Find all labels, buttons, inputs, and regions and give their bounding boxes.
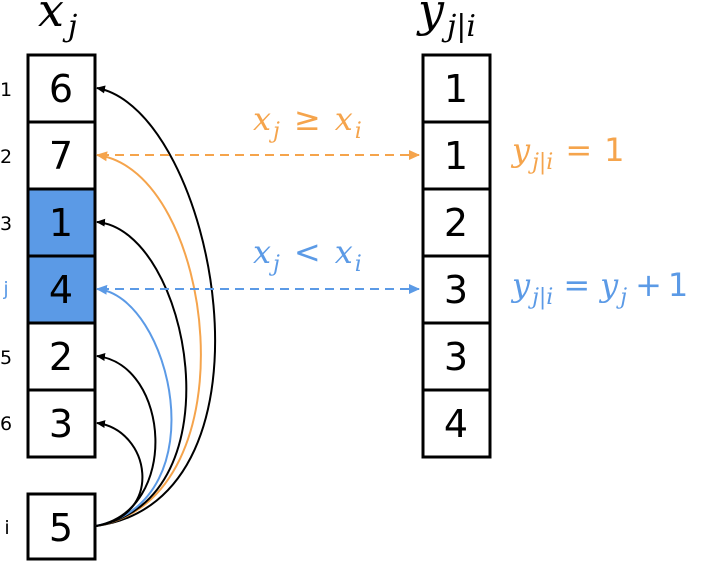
- row-label-3: 3: [0, 213, 12, 235]
- right-cell-3: [421, 187, 492, 258]
- cond-lt-rhs: x: [335, 233, 353, 271]
- right-value-3: 2: [444, 201, 468, 245]
- res1-op: =: [565, 131, 592, 169]
- right-cell-5: [421, 321, 492, 392]
- left-column: 6 7 1 4 2 3 1 2 3 j 5 6: [0, 53, 97, 459]
- row-label-i: i: [4, 517, 9, 539]
- left-value-j: 4: [49, 268, 73, 312]
- left-value-2: 7: [49, 134, 73, 178]
- res2-op: =: [563, 266, 590, 304]
- cond-ge-rhs: x: [335, 100, 353, 138]
- curved-arrows: [95, 85, 217, 527]
- right-value-5: 3: [444, 335, 468, 379]
- right-cell-6: [421, 388, 492, 459]
- result-eq-plus: yj|i=yj+1: [510, 266, 688, 310]
- left-value-3: 1: [49, 201, 73, 245]
- arrow-to-6: [95, 420, 144, 527]
- res1-lhs: y: [510, 131, 531, 169]
- right-cell-1: [421, 53, 492, 124]
- i-cell: [26, 492, 97, 561]
- cond-lt-rhs-sub: i: [355, 252, 362, 277]
- arrow-to-j-blue: [95, 284, 173, 527]
- arrow-to-3: [95, 218, 188, 527]
- condition-ge: xj≥xi: [253, 100, 362, 144]
- right-cell-4: [421, 254, 492, 325]
- cond-ge-op: ≥: [294, 100, 321, 138]
- i-value: 5: [49, 506, 73, 550]
- i-cell-group: 5 i: [4, 492, 97, 561]
- left-value-6: 3: [49, 402, 73, 446]
- right-header-var: y: [416, 0, 445, 37]
- right-value-4: 3: [444, 268, 468, 312]
- right-value-1: 1: [444, 67, 468, 111]
- res2-rhs: y: [598, 266, 619, 304]
- right-value-2: 1: [444, 134, 468, 178]
- res1-lhs-sub: j|i: [527, 150, 553, 175]
- left-cell-6: [26, 388, 97, 459]
- left-value-1: 6: [49, 67, 73, 111]
- res1-rhs: 1: [604, 131, 624, 169]
- row-label-j: j: [2, 278, 8, 300]
- result-eq-one: yj|i = 1: [510, 131, 625, 175]
- row-label-1: 1: [0, 79, 12, 101]
- right-value-6: 4: [444, 402, 468, 446]
- right-column: 1 1 2 3 3 4: [421, 53, 492, 459]
- right-header-sub: j|i: [441, 9, 476, 44]
- res2-one: 1: [668, 266, 688, 304]
- res2-plus: +: [635, 266, 662, 304]
- row-label-5: 5: [0, 347, 12, 369]
- cond-ge-rhs-sub: i: [355, 119, 362, 144]
- res2-lhs-sub: j|i: [527, 285, 553, 310]
- row-label-2: 2: [0, 146, 12, 168]
- res2-lhs: y: [510, 266, 531, 304]
- cond-lt-lhs: x: [253, 233, 271, 271]
- arrow-to-1: [95, 85, 217, 527]
- arrow-to-2-orange: [95, 151, 202, 527]
- left-header-var: x: [38, 0, 64, 37]
- cond-lt-op: <: [294, 233, 321, 271]
- left-header-sub: j: [62, 9, 77, 44]
- arrow-to-5: [95, 353, 157, 527]
- left-value-5: 2: [49, 335, 73, 379]
- left-cell-j: [26, 254, 97, 325]
- cond-ge-lhs: x: [253, 100, 271, 138]
- condition-lt: xj<xi: [253, 233, 362, 277]
- row-label-6: 6: [0, 413, 12, 435]
